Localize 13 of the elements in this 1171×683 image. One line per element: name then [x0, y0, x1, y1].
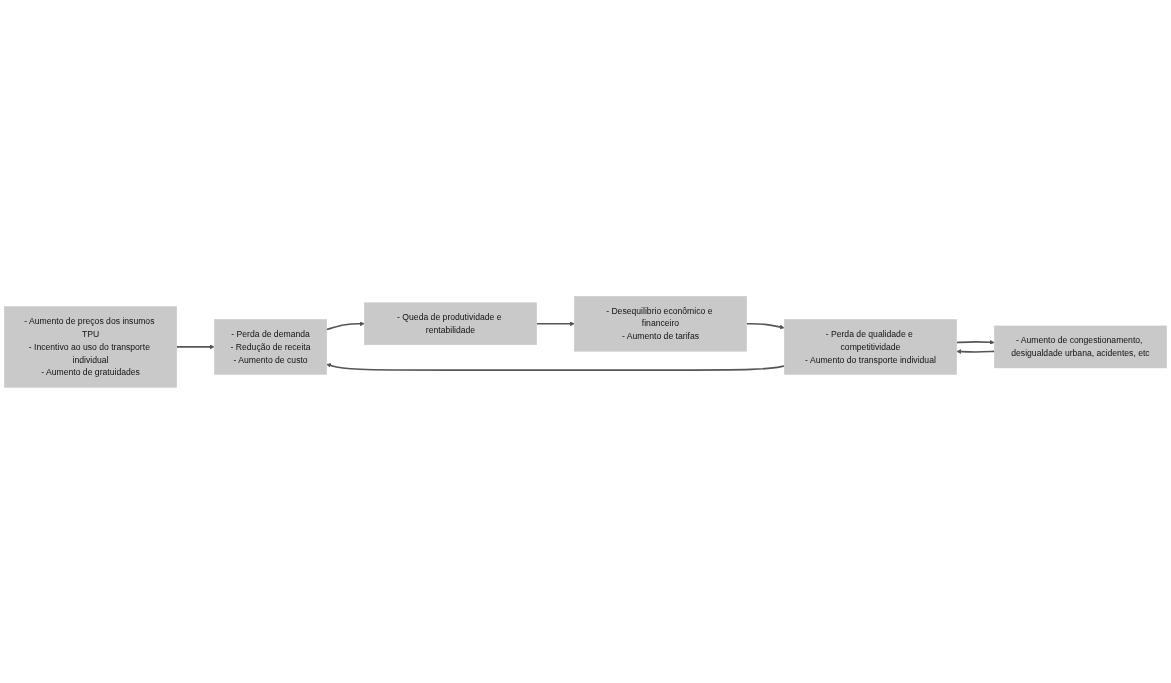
node-box: - Desequilibrio econômico e financeiro - Aumento de tarifas [574, 295, 747, 352]
arrow [745, 322, 785, 329]
arrow [326, 362, 786, 371]
node-box: - Perda de qualidade e competitividade - Aumento do transporte individual [784, 318, 957, 375]
arrow [955, 339, 995, 345]
arrow [535, 321, 575, 326]
node-box: - Aumento de preços dos insumos TPU - Incentivo ao uso do transporte individual - Aumento de gratuidades [4, 305, 177, 388]
arrow [325, 321, 365, 331]
node-box: - Perda de demanda - Redução de receita - Aumento de custo [214, 318, 327, 375]
node-box: - Aumento de congestionamento, desigualdade urbana, acidentes, etc [994, 325, 1167, 368]
node-box: - Queda de produtividade e rentabilidade [364, 302, 537, 345]
arrow [175, 344, 215, 349]
arrow [956, 348, 996, 354]
